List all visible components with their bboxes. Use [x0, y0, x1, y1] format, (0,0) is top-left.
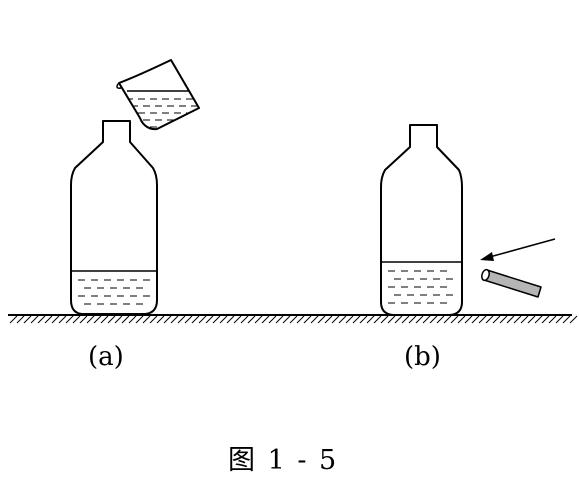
ground-hatch: [402, 316, 409, 323]
bottle-b-outline: [381, 125, 462, 315]
ground-hatch: [451, 316, 458, 323]
ground-hatch: [241, 316, 248, 323]
arrow: [480, 239, 555, 261]
ground-hatch: [52, 316, 59, 323]
ground-hatch: [38, 316, 45, 323]
ground-hatch: [556, 316, 563, 323]
ground-hatch: [73, 316, 80, 323]
ground-hatch: [80, 316, 87, 323]
ground-hatch: [31, 316, 38, 323]
ground-hatch: [367, 316, 374, 323]
ground-hatch: [549, 316, 556, 323]
ground-hatch: [346, 316, 353, 323]
ground-hatch: [234, 316, 241, 323]
ground-hatch: [115, 316, 122, 323]
ground-hatch: [297, 316, 304, 323]
ground-hatch: [129, 316, 136, 323]
bottle-a: [71, 121, 157, 314]
beaker-liquid: [119, 85, 199, 130]
ground-hatch: [311, 316, 318, 323]
bottle-a-liquid: [78, 280, 150, 304]
ground-hatch: [388, 316, 395, 323]
ground-hatch: [325, 316, 332, 323]
ground-hatch: [283, 316, 290, 323]
ground-hatch: [374, 316, 381, 323]
ground-hatch: [164, 316, 171, 323]
ground-hatch: [570, 316, 577, 323]
ground-hatch: [136, 316, 143, 323]
label-b: (b): [404, 342, 441, 372]
ground-hatch: [276, 316, 283, 323]
ground-hatch: [206, 316, 213, 323]
ground-hatch: [353, 316, 360, 323]
ground-hatch: [416, 316, 423, 323]
ground-hatch: [227, 316, 234, 323]
ground-hatch: [220, 316, 227, 323]
ground-hatch: [318, 316, 325, 323]
ground: [8, 315, 577, 323]
ground-hatch: [465, 316, 472, 323]
ground-hatch: [59, 316, 66, 323]
ground-hatch: [143, 316, 150, 323]
ground-hatch: [178, 316, 185, 323]
ground-hatch: [66, 316, 73, 323]
figure-caption: 图 1 - 5: [228, 445, 339, 476]
beaker-spout: [117, 83, 121, 88]
ground-hatch: [521, 316, 528, 323]
ground-hatch: [304, 316, 311, 323]
ground-hatch: [17, 316, 24, 323]
ground-hatch: [171, 316, 178, 323]
bottle-b: [381, 125, 462, 315]
ground-hatch: [409, 316, 416, 323]
ground-hatch: [444, 316, 451, 323]
bottle-a-outline: [71, 121, 157, 314]
ground-hatch: [94, 316, 101, 323]
ground-hatch: [514, 316, 521, 323]
ground-hatch: [45, 316, 52, 323]
ground-hatch: [108, 316, 115, 323]
ground-hatch: [248, 316, 255, 323]
ground-hatch: [430, 316, 437, 323]
ground-hatch: [486, 316, 493, 323]
ground-hatch: [290, 316, 297, 323]
ground-hatch: [192, 316, 199, 323]
ground-hatch: [535, 316, 542, 323]
ground-hatch: [381, 316, 388, 323]
ground-hatch: [500, 316, 507, 323]
ground-hatch: [360, 316, 367, 323]
beaker: [100, 60, 210, 140]
ground-hatch: [10, 316, 17, 323]
ground-hatch: [213, 316, 220, 323]
ground-hatch: [395, 316, 402, 323]
ground-hatch: [563, 316, 570, 323]
ground-hatch: [437, 316, 444, 323]
ground-hatch: [122, 316, 129, 323]
ground-hatch: [24, 316, 31, 323]
ground-hatch: [262, 316, 269, 323]
ground-hatch: [507, 316, 514, 323]
ground-hatch: [423, 316, 430, 323]
ground-hatch: [87, 316, 94, 323]
ground-hatch: [255, 316, 262, 323]
ground-hatch: [185, 316, 192, 323]
ground-hatch: [199, 316, 206, 323]
ground-hatch: [339, 316, 346, 323]
ground-hatch: [269, 316, 276, 323]
ground-hatch: [479, 316, 486, 323]
ground-hatch: [150, 316, 157, 323]
ground-hatch: [493, 316, 500, 323]
tube: [481, 269, 542, 298]
label-a: (a): [88, 342, 124, 372]
ground-hatch: [101, 316, 108, 323]
beaker-outline: [119, 60, 199, 129]
ground-hatch: [157, 316, 164, 323]
ground-hatch: [332, 316, 339, 323]
ground-hatch: [542, 316, 549, 323]
ground-hatch: [472, 316, 479, 323]
ground-hatch: [458, 316, 465, 323]
bottle-b-liquid: [388, 271, 453, 303]
ground-hatch: [528, 316, 535, 323]
